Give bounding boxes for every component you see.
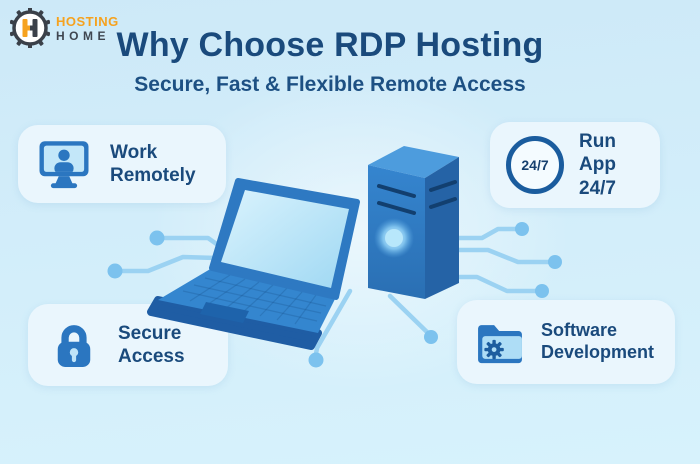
circuit-node-dot [548, 255, 562, 269]
feature-label: Software Development [541, 320, 655, 362]
feature-card-secure-access: Secure Access [28, 304, 228, 386]
feature-card-software-development: Software Development [457, 300, 675, 384]
badge-24-7-icon: 24/7 [506, 136, 564, 194]
logo-gear-icon [10, 8, 50, 48]
brand-name-home: HOME [56, 28, 110, 43]
server-vent-lines [377, 180, 457, 215]
brand-name-hosting: HOSTING [56, 13, 119, 29]
feature-label: Work Remotely [110, 141, 196, 186]
circuit-node-dot [424, 330, 438, 344]
feature-label: Run App 24/7 [579, 131, 616, 199]
folder-gear-icon [473, 315, 527, 369]
circuit-node-dot [515, 222, 529, 236]
feature-card-run-app: 24/7 Run App 24/7 [490, 122, 660, 208]
circuit-node-dot [535, 284, 549, 298]
padlock-icon [48, 319, 100, 371]
monitor-user-icon [36, 136, 92, 192]
circuit-node-dot [308, 352, 324, 368]
circuit-node-dot [149, 230, 165, 246]
circuit-node-dot [107, 263, 123, 279]
feature-card-work-remotely: Work Remotely [18, 125, 226, 203]
feature-label: Secure Access [118, 322, 185, 367]
page-subtitle: Secure, Fast & Flexible Remote Access [134, 73, 526, 96]
server-illustration [368, 146, 459, 299]
page-title: Why Choose RDP Hosting [116, 26, 544, 64]
server-power-glow [374, 218, 414, 258]
brand-logo: HOSTING HOME [10, 8, 119, 48]
header: Why Choose RDP Hosting Secure, Fast & Fl… [0, 26, 700, 97]
